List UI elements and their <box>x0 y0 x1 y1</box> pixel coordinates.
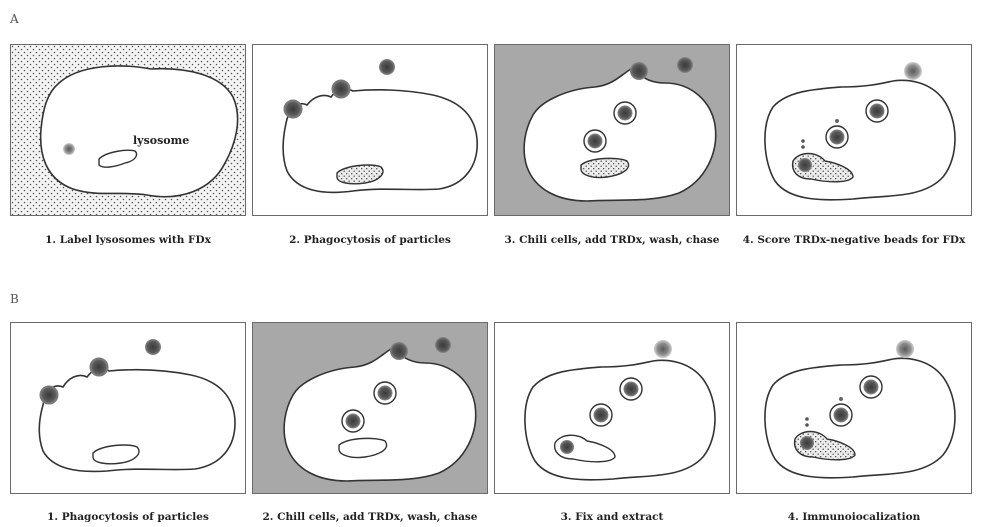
cell-diagram-a2 <box>253 45 488 216</box>
bead <box>63 143 75 155</box>
panel-a2-caption: 2. Phagocytosis of particles <box>252 234 488 246</box>
cell-diagram-b2 <box>253 323 488 494</box>
panel-a1-caption: 1. Label lysosomes with FDx <box>10 234 246 246</box>
cell-diagram-b4 <box>737 323 972 494</box>
panel-b4 <box>736 322 972 494</box>
panel-b3-caption: 3. Fix and extract <box>494 511 730 523</box>
panel-a1: lysosome <box>10 44 246 216</box>
cell-diagram-b3 <box>495 323 730 494</box>
panel-b2 <box>252 322 488 494</box>
panel-a4 <box>736 44 972 216</box>
section-label-a: A <box>10 12 19 26</box>
panel-b3 <box>494 322 730 494</box>
panel-b2-caption: 2. Chill cells, add TRDx, wash, chase <box>252 511 488 523</box>
panel-b1 <box>10 322 246 494</box>
cell-diagram-a3 <box>495 45 730 216</box>
panel-a2 <box>252 44 488 216</box>
panel-b4-caption: 4. Immunoiocalization <box>736 511 972 523</box>
lysosome-label: lysosome <box>133 134 189 147</box>
cell-outline <box>765 358 955 477</box>
cell-diagram-a4 <box>737 45 972 216</box>
section-label-b: B <box>10 292 19 306</box>
panel-b1-caption: 1. Phagocytosis of particles <box>10 511 246 523</box>
cell-outline <box>765 80 955 199</box>
cell-diagram-a1: lysosome <box>11 45 246 216</box>
cell-outline <box>525 360 715 479</box>
panel-a3 <box>494 44 730 216</box>
cell-diagram-b1 <box>11 323 246 494</box>
panel-a3-caption: 3. Chili cells, add TRDx, wash, chase <box>494 234 730 246</box>
cell-outline <box>41 66 238 197</box>
panel-a4-caption: 4. Score TRDx-negative beads for FDx <box>736 234 972 246</box>
